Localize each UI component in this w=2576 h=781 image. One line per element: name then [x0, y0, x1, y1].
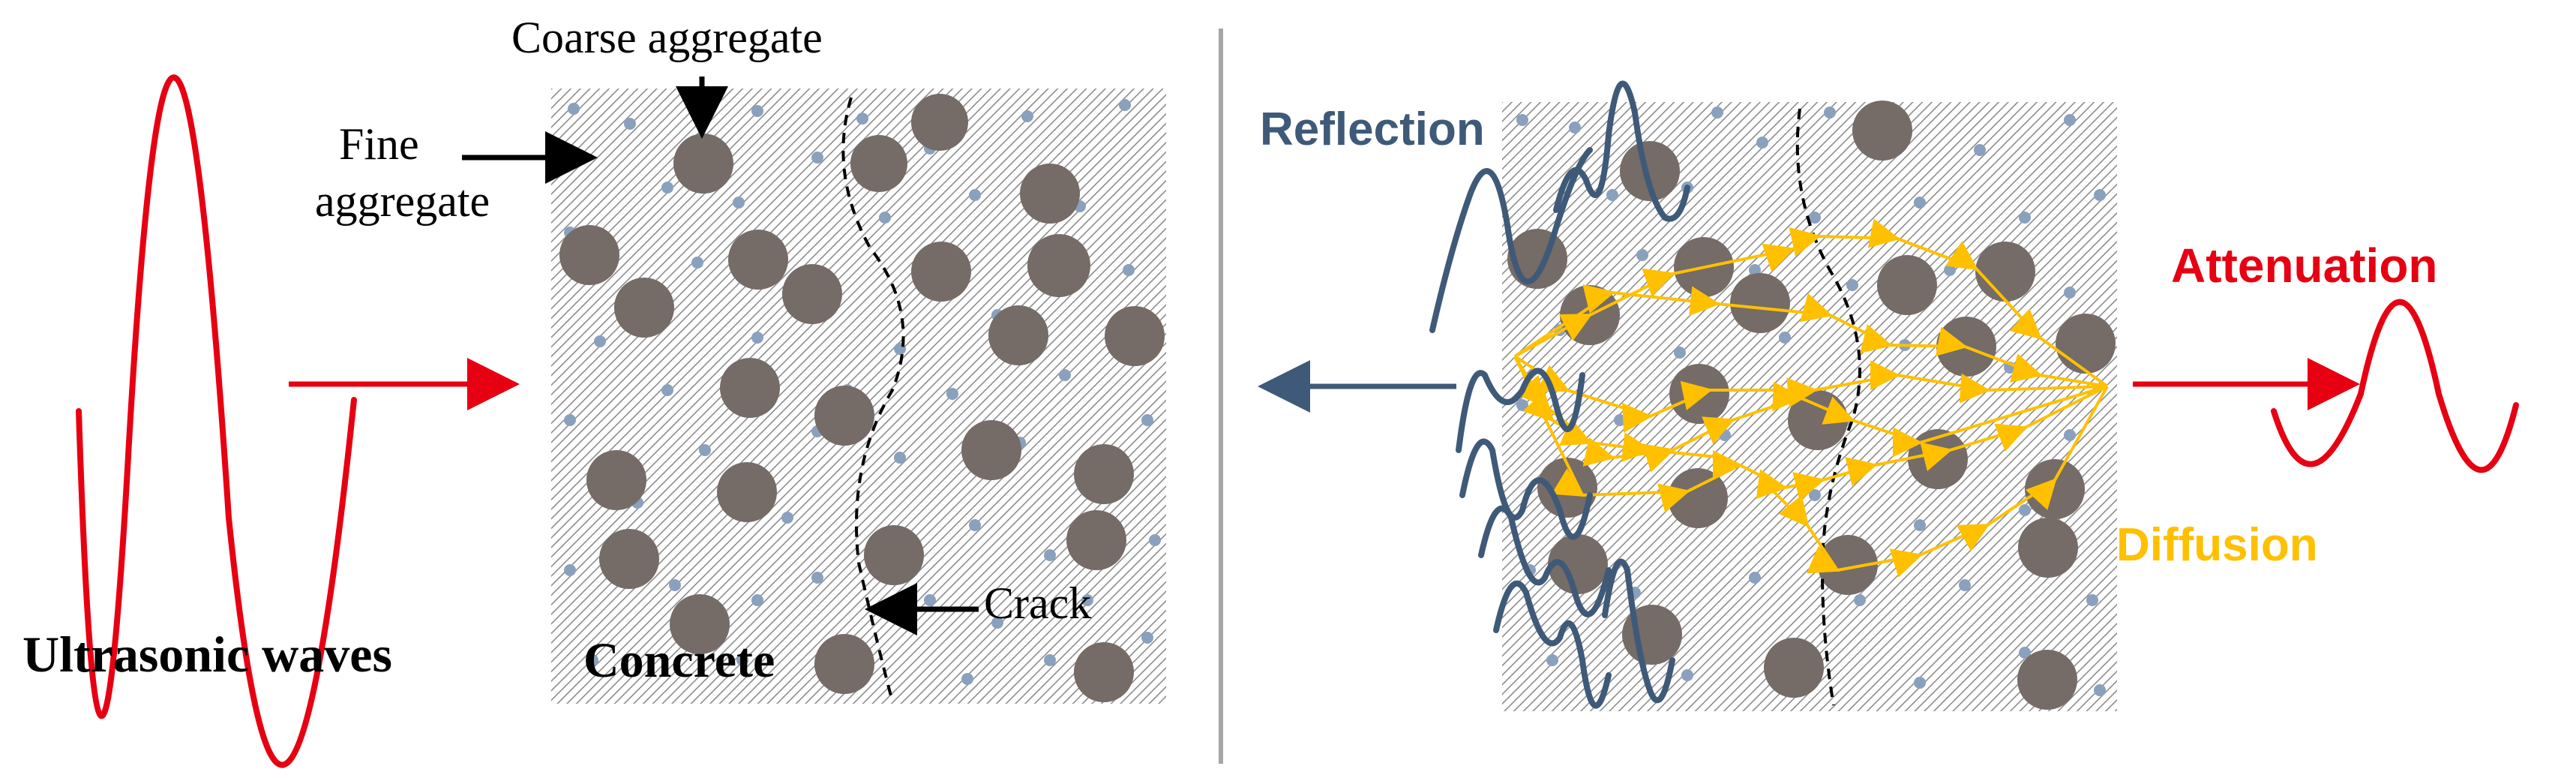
wave-icon — [2271, 299, 2519, 473]
reflected-waves — [1429, 80, 1690, 709]
label-concrete: Concrete — [583, 633, 775, 688]
label-fine-aggregate-line2: aggregate — [315, 176, 490, 226]
label-fine-aggregate-line1: Fine — [339, 119, 419, 169]
label-diffusion: Diffusion — [2116, 519, 2318, 571]
coarse-aggregate-particles — [559, 94, 1165, 702]
crack-line — [1795, 108, 1861, 706]
diffusion-paths — [1513, 218, 2109, 578]
label-attenuation: Attenuation — [2171, 239, 2438, 293]
label-coarse-aggregate: Coarse aggregate — [511, 13, 823, 62]
label-reflection: Reflection — [1260, 104, 1485, 155]
right-panel — [1258, 80, 2519, 711]
label-ultrasonic-waves: Ultrasonic waves — [22, 626, 392, 683]
wave-icon — [76, 74, 357, 768]
label-crack: Crack — [984, 578, 1092, 628]
left-panel — [76, 74, 1166, 768]
